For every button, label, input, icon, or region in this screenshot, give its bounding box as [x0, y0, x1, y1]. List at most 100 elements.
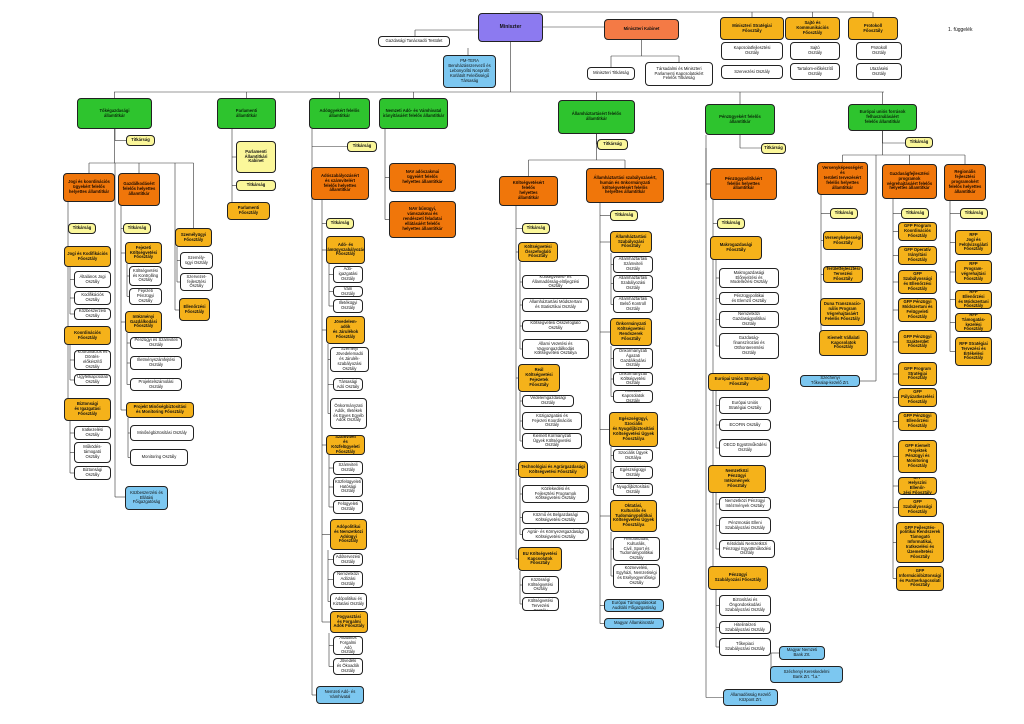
- org-unit-c6a1a: Makrogazdasági Előrejelzési és Modellezé…: [719, 268, 779, 288]
- org-unit-c1a3a: Iratkezelési Osztály: [74, 426, 111, 440]
- org-unit-c6d: Államadósság Kezelő Központ Zrt.: [723, 689, 778, 706]
- org-unit-c3h1c: Illetékügyi Osztály: [333, 299, 363, 313]
- org-unit-c1d: Ellenőrzési Főosztály: [179, 298, 210, 321]
- org-unit-c7b7: GFP Pályázatkezelési Főosztály: [898, 388, 937, 407]
- org-unit-c1: Tőkégazdasági államtitkár: [77, 98, 152, 129]
- org-unit-c7: Európai uniós források felhasználásáért …: [848, 104, 917, 131]
- org-unit-c5b4a: Felsőoktatási, Kulturális, Civil, Sport …: [613, 537, 660, 561]
- org-unit-c7b6: GFP Program Stratégiai Főosztály: [898, 362, 937, 386]
- org-unit-c5a1d: Állami Vezetési és Vagyongazdálkodás Köl…: [522, 339, 589, 359]
- org-unit-c5b3: Egészségügyi, Szociális és Nyugdíjbiztos…: [609, 412, 658, 447]
- org-unit-c5b1a: Államháztartási Számviteli Osztály: [613, 256, 653, 273]
- org-unit-c6a4c: Tőkepiaci Szabályozási Osztály: [719, 638, 771, 656]
- org-unit-c4: Nemzeti Adó- és Vámhivatal irányításáért…: [379, 98, 448, 129]
- org-unit-c5b2b: Önkormányzati Költségvetési Osztály: [613, 372, 653, 386]
- org-unit-c3h1: Adó- és Vámügyszabályozási Főosztály: [326, 236, 365, 264]
- org-unit-c7c2: RFP Program- végrehajtási Főosztály: [955, 260, 992, 284]
- org-unit-c3h3c: Felügyeleti Osztály: [333, 500, 363, 514]
- org-unit-tarsad: Társadalmi és Miniszteri Parlamenti Kapc…: [645, 62, 713, 86]
- org-unit-utazas: Utazásési Osztály: [856, 63, 902, 80]
- org-unit-c5b2c: Kincstári Kapcsolatok Osztály: [613, 390, 653, 403]
- org-unit-c5a1a: Költségvetési- és Államadósság-elöljegzé…: [522, 275, 589, 289]
- org-unit-c6a4: Pénzügyi Szabályozási Főosztály: [708, 566, 768, 590]
- org-unit-c6a4b: Hitelintézeti Szabályozási Osztály: [719, 621, 771, 634]
- org-unit-c1a2a: Koordinációs és Döntés-előkészítő Osztál…: [74, 350, 111, 370]
- org-unit-c3h2b: Társasági Adó Osztály: [333, 378, 363, 391]
- org-unit-c5c: Európai Támogatásokat Auditáló Főigazgat…: [604, 599, 664, 612]
- org-unit-c5a2c: Kiemelt Kormányzati Ügyek Költségvetési …: [522, 433, 582, 449]
- org-unit-c6: Pénzügyekért felelős államtitkár: [705, 104, 775, 135]
- org-unit-c3h5b: Jövedéki és Ökoadók Osztály: [333, 658, 363, 675]
- org-unit-c6a2c: OECD Együttműködési Osztály: [719, 439, 771, 457]
- org-unit-c1a: Jogi és koordinációs ügyekért felelős he…: [63, 173, 115, 202]
- org-unit-sajto: Sajtó és Kommunikációs Főosztály: [785, 17, 840, 40]
- org-unit-c2k: Parlamenti Államtitkári Kabinet: [236, 141, 276, 173]
- org-unit-c4a: NAV adószakmai ügyeiért felelős helyette…: [389, 163, 456, 192]
- org-unit-c3h_t: Titkárság: [326, 218, 354, 229]
- org-unit-protoo: Protokoll Osztály: [856, 42, 902, 60]
- org-unit-c1c2: Szervezet- fejlesztési Osztály: [180, 273, 213, 291]
- org-unit-c7a_t: Titkárság: [830, 208, 858, 219]
- org-unit-c7b10: GFP Helyszíni Ellenőr- zési Főosztály: [898, 477, 937, 495]
- org-unit-c4b: NAV bűnügyi, vámszakmai és rendészeti fe…: [389, 201, 456, 238]
- org-unit-c1a_t: Titkárság: [68, 223, 96, 234]
- org-unit-c3h2a: Személyi Jövedelemadó és Járulék- szabál…: [330, 347, 369, 372]
- org-unit-c3n: Nemzeti Adó- és Vámhivatal: [316, 686, 364, 704]
- org-unit-c1b3a: Minőségbiztosítási Osztály: [130, 425, 194, 441]
- org-unit-c5b: Államháztartási szabályozásért, humán és…: [586, 168, 664, 203]
- org-unit-c5b3b: Egészségügyi Osztály: [613, 466, 653, 479]
- org-unit-c6b: Magyar Nemzeti Bank Zrt.: [779, 646, 825, 660]
- org-unit-c1a2b: Ügyfélkapcsolati Osztály: [74, 374, 111, 386]
- org-unit-c5a2: Reál Költségvetési Fejezetek Főosztály: [518, 364, 560, 392]
- org-unit-c3h: Adószabályozásért és számvitelért felelő…: [311, 167, 369, 200]
- org-unit-c7b_t: Titkárság: [901, 208, 929, 219]
- org-unit-c1b1a: Költségvetési és Kontrolling Osztály: [129, 266, 162, 286]
- org-unit-c2: Parlamenti államtitkár: [217, 98, 276, 129]
- org-unit-c6a1b: Pénzügypolitikai és Elemző Osztály: [719, 292, 779, 305]
- org-unit-strat: Miniszteri Stratégiai Főosztály: [720, 17, 784, 40]
- org-unit-c5a4: EU Költségvetési Kapcsolatok Főosztály: [518, 547, 562, 571]
- org-unit-c5a3b: Közmű és Belgazdasági Költségvetési Oszt…: [522, 511, 589, 524]
- org-unit-c6t: Titkárság: [761, 143, 786, 154]
- org-unit-c1a2: Koordinációs Főosztály: [64, 326, 111, 345]
- org-unit-c5b1: Államháztartási Szabályozási Főosztály: [610, 231, 652, 253]
- org-unit-c7c4: RFP Támogatás- kezelési Főosztály: [955, 313, 992, 332]
- org-unit-c7b13: GFP Információbiztonsági és Partnerkapcs…: [896, 566, 944, 591]
- org-unit-c1b3b: Monitoring Osztály: [130, 449, 188, 466]
- org-unit-c6a: Pénzügypolitikáért felelős helyettes áll…: [710, 168, 777, 200]
- org-unit-c5b_t: Titkárság: [610, 210, 638, 221]
- org-unit-c1a3c: Biztonsági Osztály: [74, 466, 111, 480]
- org-unit-c7b: Gazdaságfejlesztési programok végrehajtá…: [882, 164, 937, 199]
- org-unit-c6a3c: Kétoldalú Nemzetközi Pénzügyi Együttműkö…: [719, 540, 775, 558]
- org-unit-c7b2: GFP Operatív Irányítási Főosztály: [898, 246, 937, 265]
- org-unit-c1a3: Biztonsági és Igazgatási Főosztály: [64, 398, 111, 421]
- org-unit-c5a2b: Közigazgatási és Fejezeti Koordinációs O…: [522, 412, 582, 430]
- org-unit-c6a3: Nemzetközi Pénzügyi Intézmények Főosztál…: [708, 465, 766, 493]
- org-unit-c1b: Gazdálkodásért felelős helyettes államti…: [118, 173, 160, 206]
- org-unit-c6a4a: Biztosítási és Öngondoskodási Szabályozá…: [719, 595, 771, 616]
- org-unit-miniszter: Miniszter: [478, 13, 543, 42]
- org-unit-c1c: Személyügyi Főosztály: [175, 228, 212, 247]
- org-unit-c5a1: Költségvetési Összefoglaló Főosztály: [518, 242, 558, 262]
- org-unit-c5b3a: Szociális Ügyek Osztálya: [613, 449, 653, 462]
- org-unit-c7b5: GFP Pénzügyi Szakterület Főosztály: [898, 330, 937, 354]
- org-unit-sajtoo: Sajtó Osztály: [790, 42, 840, 60]
- org-unit-c5b2: Önkormányzati Költségvetési Rendszerek F…: [610, 318, 652, 346]
- org-unit-c2f: Parlamenti Főosztály: [227, 202, 270, 220]
- org-unit-c3h2: Jövedelem- adók és Járulékok Főosztály: [326, 316, 365, 344]
- org-unit-pmtera: PM-TERA Beruházásszervező és Lebonyolító…: [443, 55, 496, 88]
- org-unit-c7c5: RFP Stratégiai Tervezési és Értékelési F…: [955, 337, 992, 366]
- org-unit-c5a2a: Védelemgazdasági Osztály: [522, 395, 574, 407]
- org-unit-kapcs: Kapcsolatfejlesztési Osztály: [721, 42, 783, 60]
- org-unit-c1b1: Fejezeti Költségvetési Főosztály: [125, 242, 162, 264]
- org-unit-c7b11: GFP Szabályossági Főosztály: [898, 498, 937, 517]
- org-unit-c5a3a: Közlekedési és Fejlesztési Programok Köl…: [522, 485, 589, 503]
- org-unit-c5a_t: Titkárság: [522, 223, 550, 234]
- org-unit-c7c3: RFP Ellenőrzési és Módszertani Főosztály: [955, 290, 992, 309]
- org-unit-c7d: Széchenyi Tőkealap-kezelő Zrt.: [800, 375, 860, 387]
- org-unit-c6a2: Európai Uniós Stratégiai Főosztály: [708, 373, 770, 391]
- org-unit-c5b2a: Önkormányzati Ágazati Gazdálkodási Osztá…: [613, 348, 653, 369]
- org-unit-c7b3: GFP Szabályossági és Ellenőrzési Főosztá…: [898, 270, 937, 294]
